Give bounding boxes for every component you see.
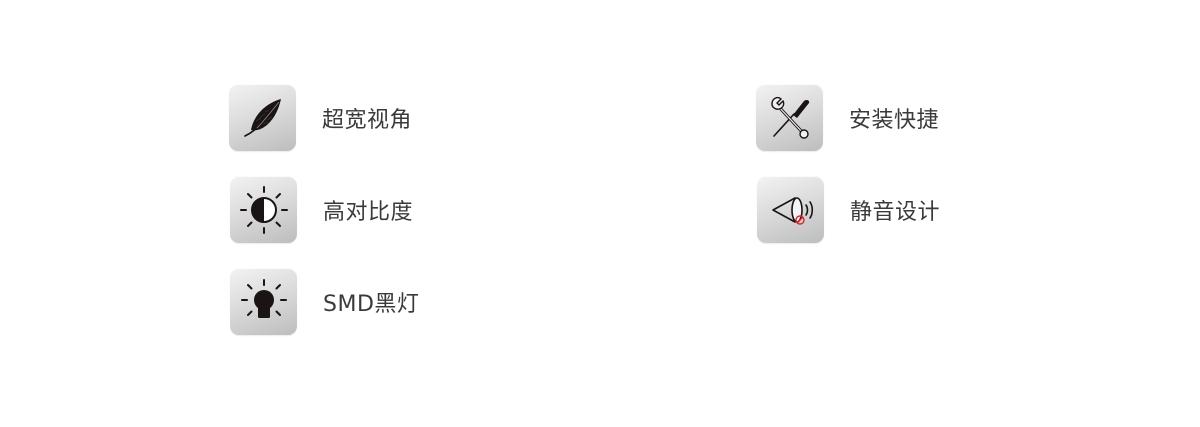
feature-label: SMD黑灯 — [323, 291, 420, 317]
contrast-icon-tile — [230, 176, 297, 243]
contrast-icon — [239, 185, 288, 234]
feature-label: 超宽视角 — [322, 107, 413, 133]
feature-label: 高对比度 — [323, 199, 414, 225]
bulb-icon — [240, 278, 287, 318]
feather-icon — [243, 98, 281, 137]
feather-icon-tile — [229, 84, 296, 151]
speaker-mute-icon — [771, 196, 813, 225]
feature-high-contrast: 高对比度 — [230, 176, 413, 243]
feature-silent-design: 静音设计 — [757, 176, 940, 243]
bulb-icon-tile — [230, 268, 297, 335]
tools-icon — [770, 96, 809, 139]
feature-wide-viewing-angle: 超宽视角 — [229, 84, 412, 151]
feature-label: 静音设计 — [850, 199, 941, 225]
speaker-mute-icon-tile — [757, 176, 824, 243]
tools-icon-tile — [756, 84, 823, 151]
feature-quick-install: 安装快捷 — [756, 84, 939, 151]
feature-smd-black-led: SMD黑灯 — [230, 268, 419, 335]
feature-label: 安装快捷 — [849, 107, 940, 133]
